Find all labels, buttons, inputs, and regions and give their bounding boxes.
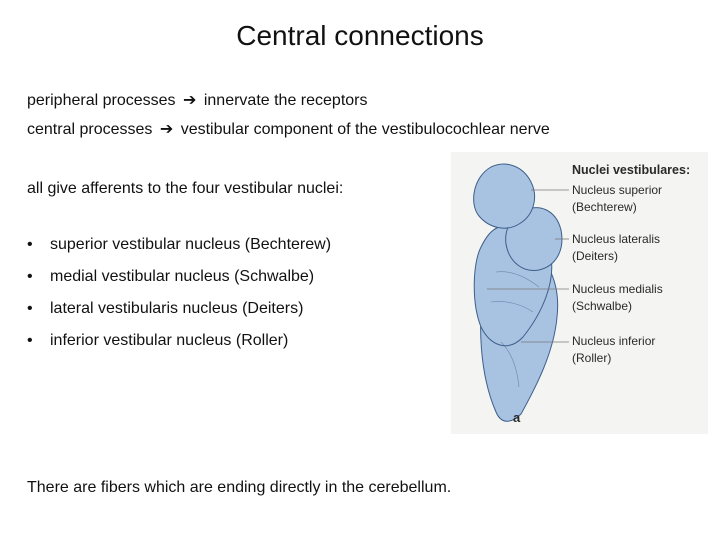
- figure-heading: Nuclei vestibulares:: [572, 163, 690, 177]
- bullet-icon: •: [27, 300, 33, 317]
- list-item: • inferior vestibular nucleus (Roller): [27, 331, 331, 363]
- panel-letter: a: [513, 410, 521, 425]
- list-item-text: superior vestibular nucleus (Bechterew): [50, 236, 332, 253]
- label-nucleus-inferior: Nucleus inferior: [572, 334, 655, 348]
- label-deiters: (Deiters): [572, 249, 618, 263]
- label-schwalbe: (Schwalbe): [572, 299, 632, 313]
- bullet-icon: •: [27, 268, 33, 285]
- list-item-text: lateral vestibularis nucleus (Deiters): [50, 300, 304, 317]
- list-item: • medial vestibular nucleus (Schwalbe): [27, 267, 331, 299]
- nucleus-superior-shape: [473, 163, 535, 229]
- arrow-right-icon: ➔: [182, 92, 197, 109]
- label-nucleus-superior: Nucleus superior: [572, 183, 662, 197]
- nuclei-list: • superior vestibular nucleus (Bechterew…: [27, 235, 331, 363]
- peripheral-processes-term: peripheral processes: [27, 92, 176, 109]
- peripheral-processes-line: peripheral processes ➔ innervate the rec…: [27, 90, 368, 110]
- arrow-right-icon: ➔: [159, 121, 174, 138]
- label-roller: (Roller): [572, 351, 611, 365]
- central-processes-line: central processes ➔ vestibular component…: [27, 119, 550, 139]
- list-item: • lateral vestibularis nucleus (Deiters): [27, 299, 331, 331]
- bullet-icon: •: [27, 236, 33, 253]
- intro-text: all give afferents to the four vestibula…: [27, 180, 344, 197]
- vestibular-nuclei-figure: Nuclei vestibulares: Nucleus superior (B…: [451, 152, 708, 434]
- bullet-icon: •: [27, 332, 33, 349]
- footer-text: There are fibers which are ending direct…: [27, 479, 452, 496]
- label-nucleus-lateralis: Nucleus lateralis: [572, 232, 660, 246]
- slide-title: Central connections: [236, 20, 484, 51]
- label-nucleus-medialis: Nucleus medialis: [572, 282, 663, 296]
- label-bechterew: (Bechterew): [572, 200, 637, 214]
- list-item-text: medial vestibular nucleus (Schwalbe): [50, 268, 315, 285]
- list-item: • superior vestibular nucleus (Bechterew…: [27, 235, 331, 267]
- central-processes-description: vestibular component of the vestibulococ…: [180, 121, 550, 138]
- vestibular-nuclei-diagram: Nuclei vestibulares: Nucleus superior (B…: [473, 163, 690, 425]
- central-processes-term: central processes: [27, 121, 153, 138]
- list-item-text: inferior vestibular nucleus (Roller): [50, 332, 289, 349]
- nucleus-texture-lines: [490, 271, 540, 388]
- peripheral-processes-description: innervate the receptors: [203, 92, 368, 109]
